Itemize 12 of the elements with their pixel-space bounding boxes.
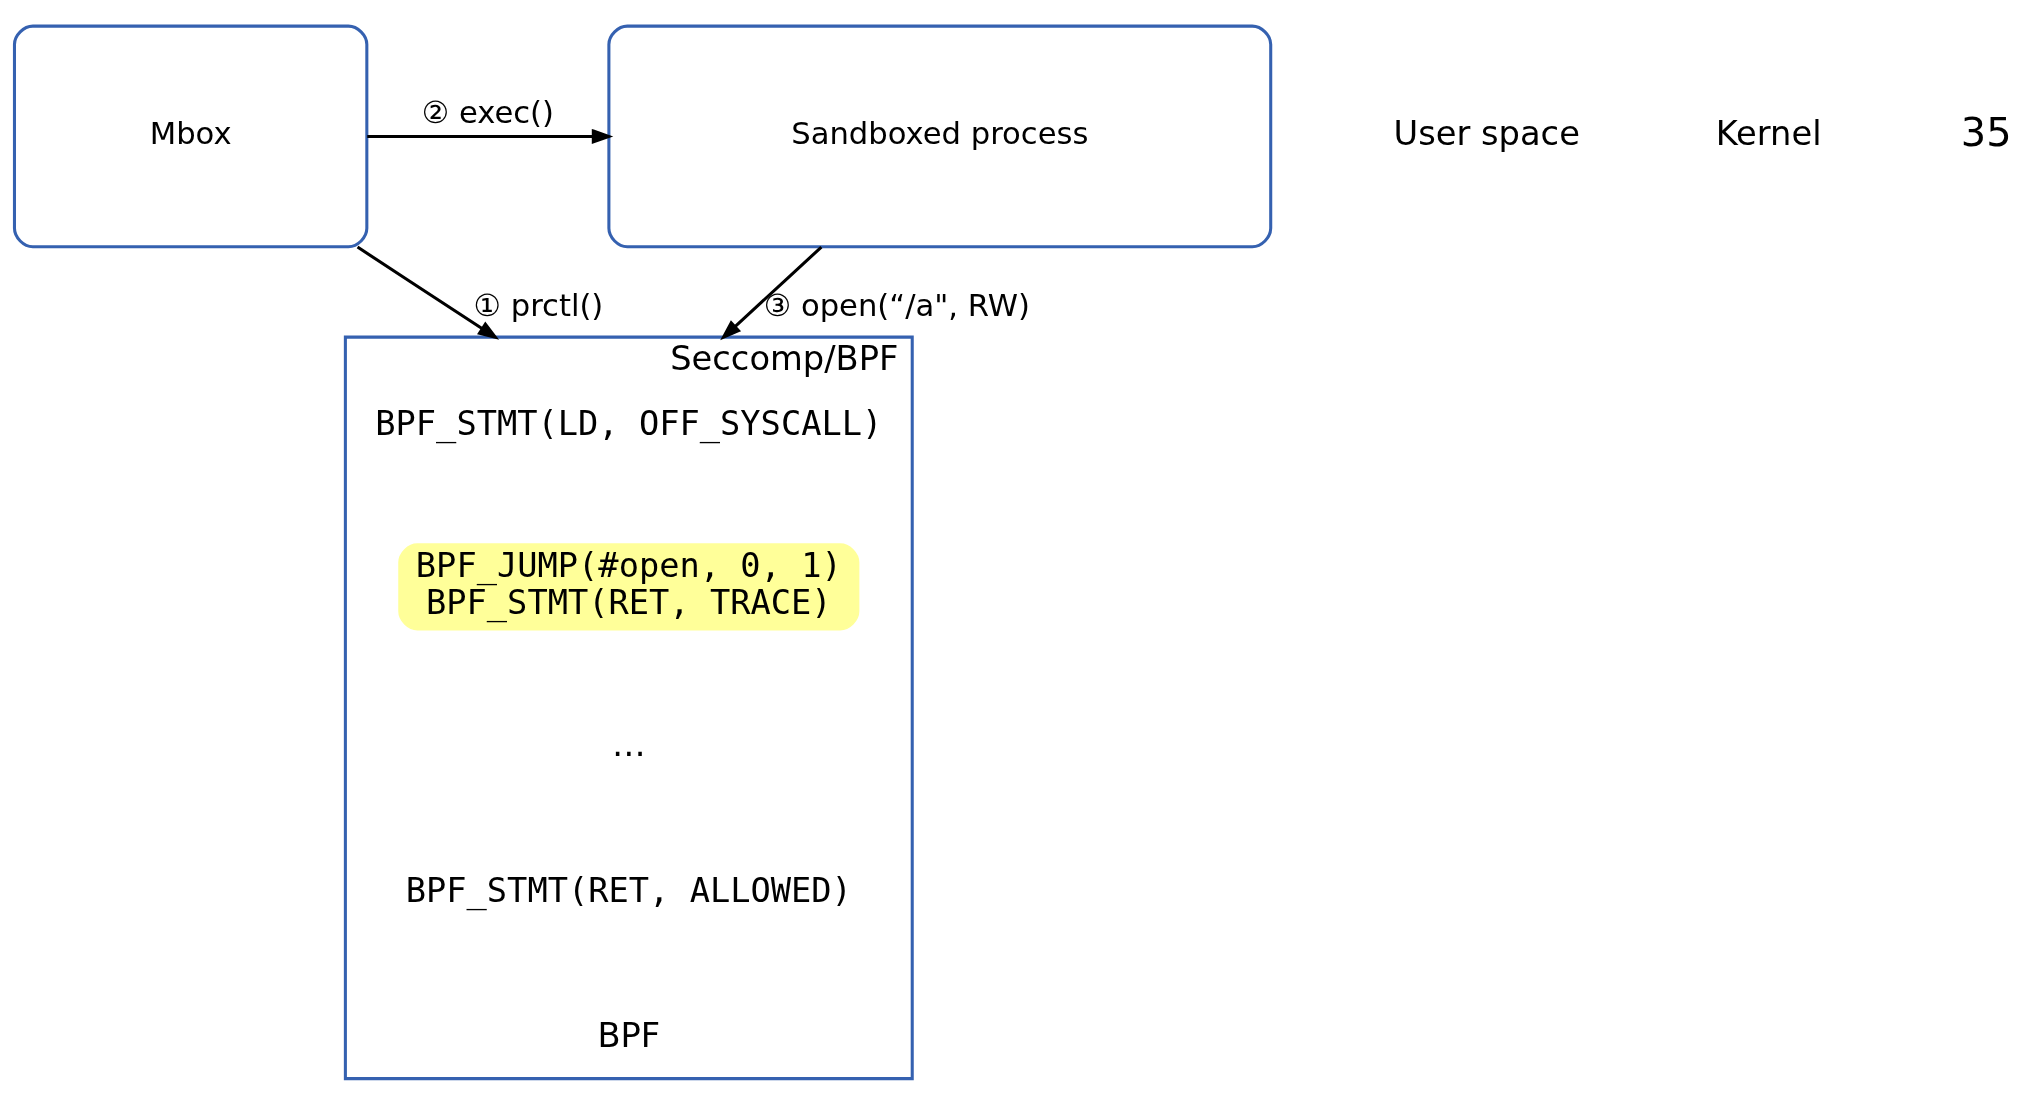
node-box: Mbox (12, 24, 369, 249)
label: User space (1393, 114, 1580, 154)
arrow (367, 128, 614, 144)
edge-label: ① prctl() (473, 287, 604, 323)
node-box: BPF_JUMP(#open, 0, 1) BPF_STMT(RET, TRACE) (398, 543, 860, 631)
edge-label: ③ open(“/a", RW) (763, 287, 1031, 323)
edge-label: ② exec() (421, 94, 554, 130)
arrow (356, 245, 500, 340)
label: 35 (1960, 109, 2012, 156)
node-box: Sandboxed process (607, 24, 1273, 249)
arrow (720, 245, 823, 341)
label: Kernel (1715, 114, 1822, 154)
